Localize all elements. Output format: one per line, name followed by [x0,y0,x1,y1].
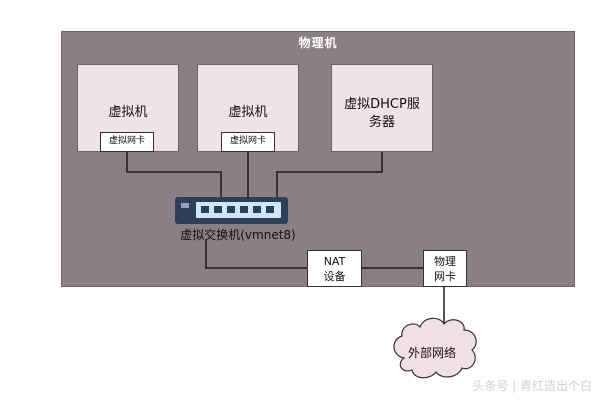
line-switch-nat [205,240,307,269]
vm-nic-2: 虚拟网卡 [221,132,275,152]
cloud-icon [393,317,477,379]
phys-nic-line2: 网卡 [434,270,456,283]
vm-label: 虚拟机 [228,105,268,120]
physical-host-title: 物理机 [298,36,338,50]
line-vm1-switch [126,152,222,198]
dhcp-label-line2: 务器 [368,115,395,130]
vm-nic-1: 虚拟网卡 [100,132,154,152]
vm-label: 虚拟机 [108,105,148,120]
external-network-label: 外部网络 [407,346,456,360]
physical-nic-box: 物理 网卡 [423,250,467,287]
line-dhcp-switch [276,152,383,198]
watermark: 头条号 | 青红造出个白 [472,379,592,393]
nat-label-line2: 设备 [323,270,346,283]
dhcp-server-box: 虚拟DHCP服 务器 [331,64,433,152]
nat-device-box: NAT 设备 [307,250,362,287]
nat-label-line1: NAT [323,255,346,268]
dhcp-label-line1: 虚拟DHCP服 [344,97,420,112]
switch-device-icon [175,197,288,224]
switch-label: 虚拟交换机(vmnet8) [180,228,296,242]
phys-nic-line1: 物理 [434,255,456,268]
